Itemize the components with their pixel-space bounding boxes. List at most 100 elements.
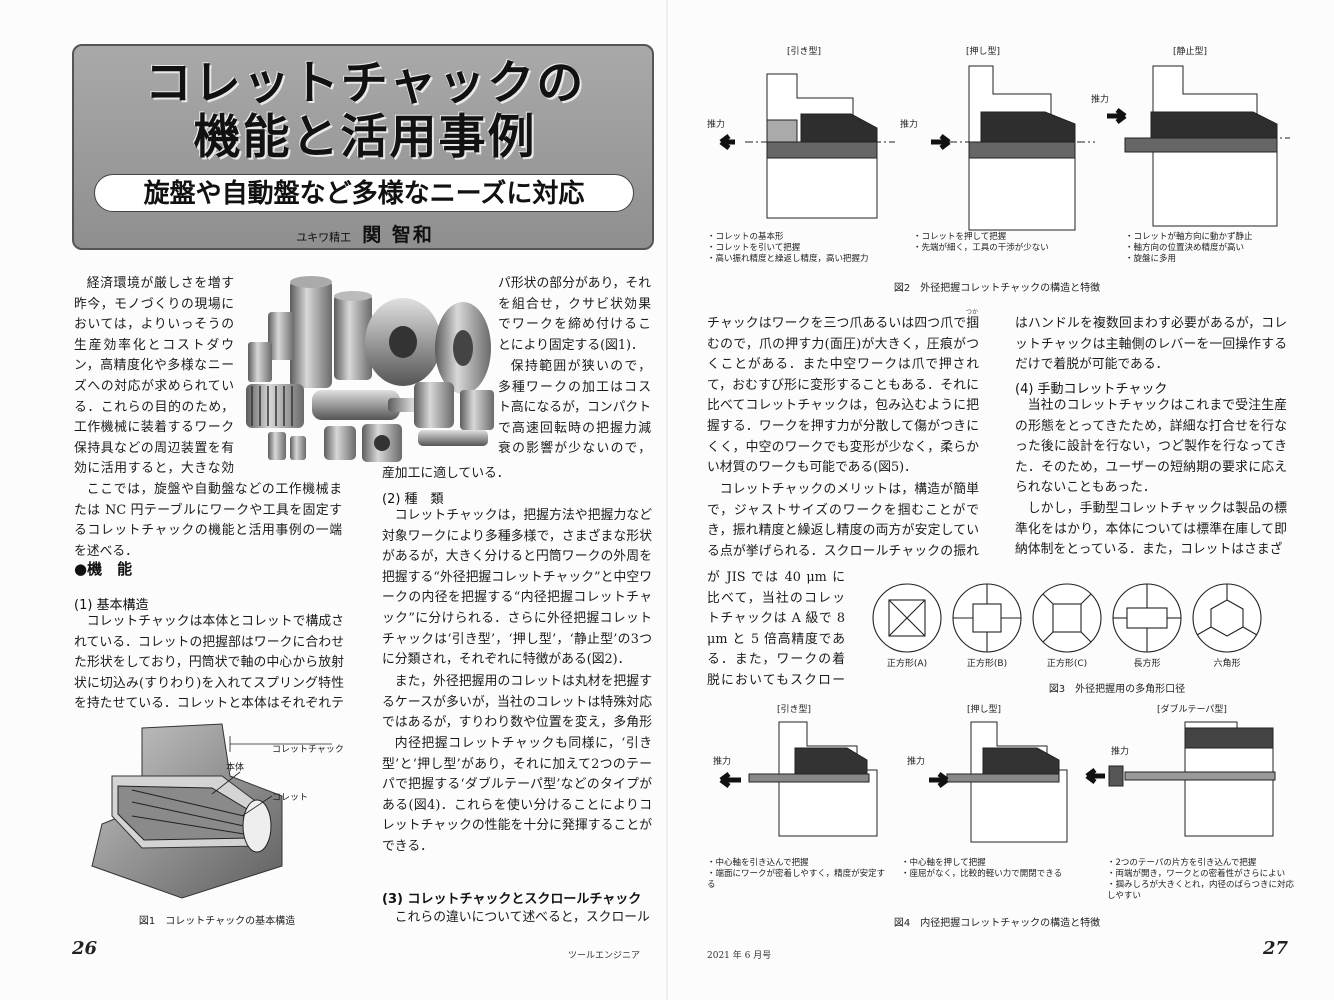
types-paragraph: コレットチャックは，把握方法や把握力など対象ワークにより多種多様で，さまざまな形… [382, 508, 652, 668]
title-box: コレットチャックの 機能と活用事例 旋盤や自動盤など多様なニーズに対応 ユキワ精… [72, 44, 654, 250]
fig4-force-push: 推力 [907, 757, 926, 767]
fig3-label-square-a: 正方形(A) [886, 659, 928, 669]
merit-text-narrow: が JIS では 40 μm に比べて，当社のコレットチャックは A 級で 8 … [707, 568, 845, 692]
merit-paragraph-tail: が JIS では 40 μm に比べて，当社のコレットチャックは A 級で 8 … [707, 570, 845, 688]
scroll-paragraph: これらの違いについて述べると，スクロール [394, 910, 650, 925]
fig4-force-double: 推力 [1111, 747, 1130, 757]
page-right: [引き型] [押し型] [静止型] [667, 0, 1334, 1000]
page-left: コレットチャックの 機能と活用事例 旋盤や自動盤など多様なニーズに対応 ユキワ精… [72, 44, 654, 961]
fig2-notes-pull: コレットの基本形 コレットを引いて把握 高い振れ精度と繰返し精度，高い把握力 [707, 232, 869, 265]
range-paragraph-tail: 産加工に適している． [382, 466, 510, 481]
fig2-note: 軸方向の位置決め精度が高い [1125, 243, 1253, 254]
fig2-note: コレットが軸方向に動かず静止 [1125, 232, 1253, 243]
order-paragraph: 当社のコレットチャックはこれまで受注生産の形態をとってきたため，詳細な打合せを行… [1015, 398, 1287, 496]
fig4-notes-double: 2つのテーパの片方を引き込んで把握 両端が開き，ワークとの密着性がさらによい 掴… [1107, 858, 1297, 902]
fig2-type-pull: [引き型] [787, 47, 822, 57]
types-text: コレットチャックは，把握方法や把握力など対象ワークにより多種多様で，さまざまな形… [382, 506, 652, 858]
fig2-force-pull: 推力 [707, 120, 726, 130]
column-left-2: 産加工に適している． [382, 464, 652, 485]
fig3-label-rectangle: 長方形 [1133, 659, 1161, 669]
intro-paragraph-narrow: 経済環境が厳しさを増す昨今，モノづくりの現場においては，よりいっそうの生産効率化… [74, 274, 234, 480]
figure-2-diagrams [719, 65, 1290, 231]
figure-4-diagrams [719, 721, 1276, 843]
author-company: ユキワ精工 [296, 231, 352, 244]
subheading-basic-structure: (1) 基本構造 [74, 598, 149, 613]
subheading-scroll: (3) コレットチャックとスクロールチャック [382, 892, 642, 907]
fig1-label-collet-chuck: コレットチャック [272, 745, 344, 755]
fig4-notes-pull: 中心軸を引き込んで把握 端面にワークが密着しやすく，精度が安定する [707, 858, 887, 891]
scroll-text: これらの違いについて述べると，スクロール [382, 908, 652, 929]
figure-1-caption: 図1 コレットチャックの基本構造 [138, 916, 296, 927]
fig2-force-static: 推力 [1091, 95, 1110, 105]
fig2-type-static: [静止型] [1173, 47, 1208, 57]
fig2-notes-push: コレットを押して把握 先端が細く，工具の干渉が少ない [913, 232, 1049, 254]
fig2-notes-static: コレットが軸方向に動かず静止 軸方向の位置決め精度が高い 旋盤に多用 [1125, 232, 1253, 265]
fig3-label-hexagon: 六角形 [1213, 659, 1241, 669]
collet-products-photo [246, 276, 494, 462]
scope-paragraph: ここでは，旋盤や自動盤などの工作機械または NC 円テーブルにワークや工具を固定… [74, 482, 342, 559]
intro-paragraph: 経済環境が厳しさを増す昨今，モノづくりの現場においては，よりいっそうの生産効率化… [74, 276, 234, 477]
subheading-manual: (4) 手動コレットチャック [1015, 382, 1168, 397]
fig2-type-push: [押し型] [966, 47, 1001, 57]
magazine-name: ツールエンジニア [568, 951, 641, 961]
fig2-note: 高い振れ精度と繰返し精度，高い把握力 [707, 254, 869, 265]
wedge-paragraph: パ形状の部分があり，それを組合せ，クサビ状効果でワークを締め付けることにより固定… [498, 276, 651, 353]
figure-4-caption: 図4 内径把握コレットチャックの構造と特徴 [893, 918, 1101, 929]
figure-1-collet-diagram [91, 723, 332, 899]
fig4-note: 端面にワークが密着しやすく，精度が安定する [707, 869, 887, 891]
page-number-left: 26 [72, 938, 98, 959]
fig2-force-push: 推力 [900, 120, 919, 130]
figure-2-caption: 図2 外径把握コレットチャックの構造と特徴 [893, 283, 1101, 294]
range-text: 保持範囲が狭いので，多種ワークの加工はコスト高になるが，コンパクトで高速回転時の… [498, 357, 651, 461]
figure-3-caption: 図3 外径把握用の多角形口径 [1048, 684, 1186, 695]
issue-date: 2021 年 6 月号 [707, 951, 772, 961]
figure-3-polygons [872, 583, 1262, 653]
fig4-note: 中心軸を押して把握 [901, 858, 1091, 869]
title-line-2: 機能と活用事例 [193, 110, 537, 165]
fig4-note: 両端が開き，ワークとの密着性がさらによい [1107, 869, 1297, 880]
detach-paragraph: はハンドルを複数回まわす必要があるが，コレットチャックは主軸側のレバーを一回操作… [1015, 316, 1287, 373]
fig4-notes-push: 中心軸を押して把握 座屈がなく，比較的軽い力で開閉できる [901, 858, 1091, 880]
fig1-label-collet: コレット [272, 793, 309, 803]
fig4-note: 2つのテーパの片方を引き込んで把握 [1107, 858, 1297, 869]
inner-grip-paragraph: 内径把握コレットチャックも同様に，‘引き型’と‘押し型’があり，それに加えて2つ… [382, 736, 652, 854]
subtitle: 旋盤や自動盤など多様なニーズに対応 [94, 174, 634, 212]
fig3-label-square-c: 正方形(C) [1046, 659, 1088, 669]
column-left-1: ここでは，旋盤や自動盤などの工作機械または NC 円テーブルにワークや工具を固定… [74, 480, 342, 562]
merit-paragraph: コレットチャックのメリットは，構造が簡単で，ジャストサイズのワークを掴むことがで… [707, 482, 979, 559]
column-right-1: チャックはワークを三つ爪あるいは四つ爪で掴むので，爪の押す力(面圧)が大きく，圧… [707, 314, 979, 480]
manual-text: 当社のコレットチャックはこれまで受注生産の形態をとってきたため，詳細な打合せを行… [1015, 396, 1287, 561]
fig2-note: コレットを押して把握 [913, 232, 1049, 243]
fig2-note: 旋盤に多用 [1125, 254, 1253, 265]
fig2-note: コレットを引いて把握 [707, 243, 869, 254]
fig4-note: 座屈がなく，比較的軽い力で開閉できる [901, 869, 1091, 880]
basic-structure-paragraph: コレットチャックは本体とコレットで構成されている．コレットの把握部はワークに合わ… [74, 614, 344, 712]
subheading-types: (2) 種 類 [382, 492, 444, 507]
page-gutter [666, 0, 668, 1000]
scroll-vs-collet-paragraph: チャックはワークを三つ爪あるいは四つ爪で掴むので，爪の押す力(面圧)が大きく，圧… [707, 316, 979, 476]
fig4-type-pull: [引き型] [777, 705, 812, 715]
fig2-note: 先端が細く，工具の干渉が少ない [913, 243, 1049, 254]
fig1-label-body: 本体 [226, 763, 245, 773]
fig4-note: 掴みしろが大きくとれ，内径のばらつきに対応しやすい [1107, 880, 1297, 902]
byline: ユキワ精工 関 智和 [74, 220, 656, 247]
polygon-paragraph: また，外径把握用のコレットは丸材を把握するケースが多いが，当社のコレットは特殊対… [382, 674, 652, 731]
basic-structure-text: コレットチャックは本体とコレットで構成されている．コレットの把握部はワークに合わ… [74, 612, 344, 716]
fig4-type-push: [押し型] [967, 705, 1002, 715]
fig2-note: コレットの基本形 [707, 232, 869, 243]
column-right-2: はハンドルを複数回まわす必要があるが，コレットチャックは主軸側のレバーを一回操作… [1015, 314, 1287, 376]
fig4-type-double-taper: [ダブルテーパ型] [1157, 705, 1227, 715]
fig3-label-square-b: 正方形(B) [966, 659, 1008, 669]
standardization-paragraph: しかし，手動型コレットチャックは製品の標準化をはかり，本体については標準在庫して… [1015, 500, 1287, 558]
page-number-right: 27 [1263, 938, 1289, 959]
author-name: 関 智和 [362, 224, 434, 246]
section-functions-heading: ●機 能 [74, 560, 133, 578]
range-paragraph: 保持範囲が狭いので，多種ワークの加工はコスト高になるが，コンパクトで高速回転時の… [498, 359, 651, 457]
column-left-2-top: パ形状の部分があり，それを組合せ，クサビ状効果でワークを締め付けることにより固定… [498, 274, 651, 356]
title-line-1: コレットチャックの [144, 56, 586, 111]
fig4-note: 中心軸を引き込んで把握 [707, 858, 887, 869]
fig4-force-pull: 推力 [713, 757, 732, 767]
ruby-annotation: つか [966, 309, 979, 316]
merit-text-wide: コレットチャックのメリットは，構造が簡単で，ジャストサイズのワークを掴むことがで… [707, 480, 979, 562]
